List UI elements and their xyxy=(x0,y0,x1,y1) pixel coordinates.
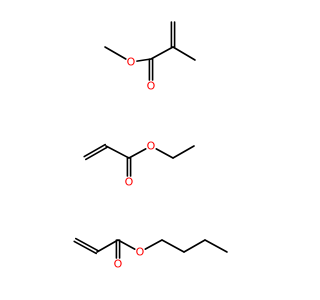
butyl-acrylate-molecule xyxy=(73,237,228,259)
methyl-methacrylate-molecule xyxy=(104,21,196,81)
butyl-acrylate-bond-c2-c3 xyxy=(96,239,119,253)
butyl-acrylate-bond-c4-c5 xyxy=(161,239,185,253)
butyl-acrylate-bond-c3-o1-double xyxy=(115,239,121,259)
methyl-methacrylate-bond-c2-o2-double xyxy=(148,58,154,81)
ethyl-acrylate-bond-c1-c2-double xyxy=(83,143,108,161)
methyl-methacrylate-bond-c3-c4-double xyxy=(170,21,176,48)
butyl-acrylate-atom-label-o2: O xyxy=(136,246,145,259)
bonds-layer xyxy=(73,21,228,259)
butyl-acrylate-bond-c6-c7 xyxy=(204,239,228,253)
butyl-acrylate-bond-c1-c2-double xyxy=(73,237,99,255)
ethyl-acrylate-bond-o2-c4 xyxy=(155,148,174,159)
methyl-methacrylate-bond-c3-c5 xyxy=(172,46,196,61)
ethyl-acrylate-bond-c3-o2 xyxy=(128,148,147,159)
methyl-methacrylate-bond-c1-o1 xyxy=(104,46,127,60)
ethyl-acrylate-atom-label-o2: O xyxy=(147,140,156,153)
ethyl-acrylate-bond-c1-c2-line-b xyxy=(83,143,107,158)
methyl-methacrylate-atom-label-o2: O xyxy=(147,80,156,93)
butyl-acrylate-bond-c3-o2 xyxy=(117,239,136,250)
butyl-acrylate-bond-c5-c6 xyxy=(183,239,206,253)
methyl-methacrylate-bond-c2-c3 xyxy=(150,46,174,60)
butyl-acrylate-atom-label-o1: O xyxy=(114,258,123,271)
butyl-acrylate-bond-c1-c2-line-b xyxy=(74,237,99,252)
ethyl-acrylate-bond-c2-c3 xyxy=(105,145,130,159)
ethyl-acrylate-bond-c3-o1-double xyxy=(126,157,132,177)
ethyl-acrylate-bond-c4-c5 xyxy=(172,145,195,159)
butyl-acrylate-bond-c1-c2-line-a xyxy=(73,240,98,255)
ethyl-acrylate-atom-label-o1: O xyxy=(125,176,134,189)
butyl-acrylate-bond-o2-c4 xyxy=(144,239,163,250)
methyl-methacrylate-atom-label-o1: O xyxy=(127,56,136,69)
ethyl-acrylate-bond-c1-c2-line-a xyxy=(84,146,108,161)
ethyl-acrylate-molecule xyxy=(83,143,195,177)
